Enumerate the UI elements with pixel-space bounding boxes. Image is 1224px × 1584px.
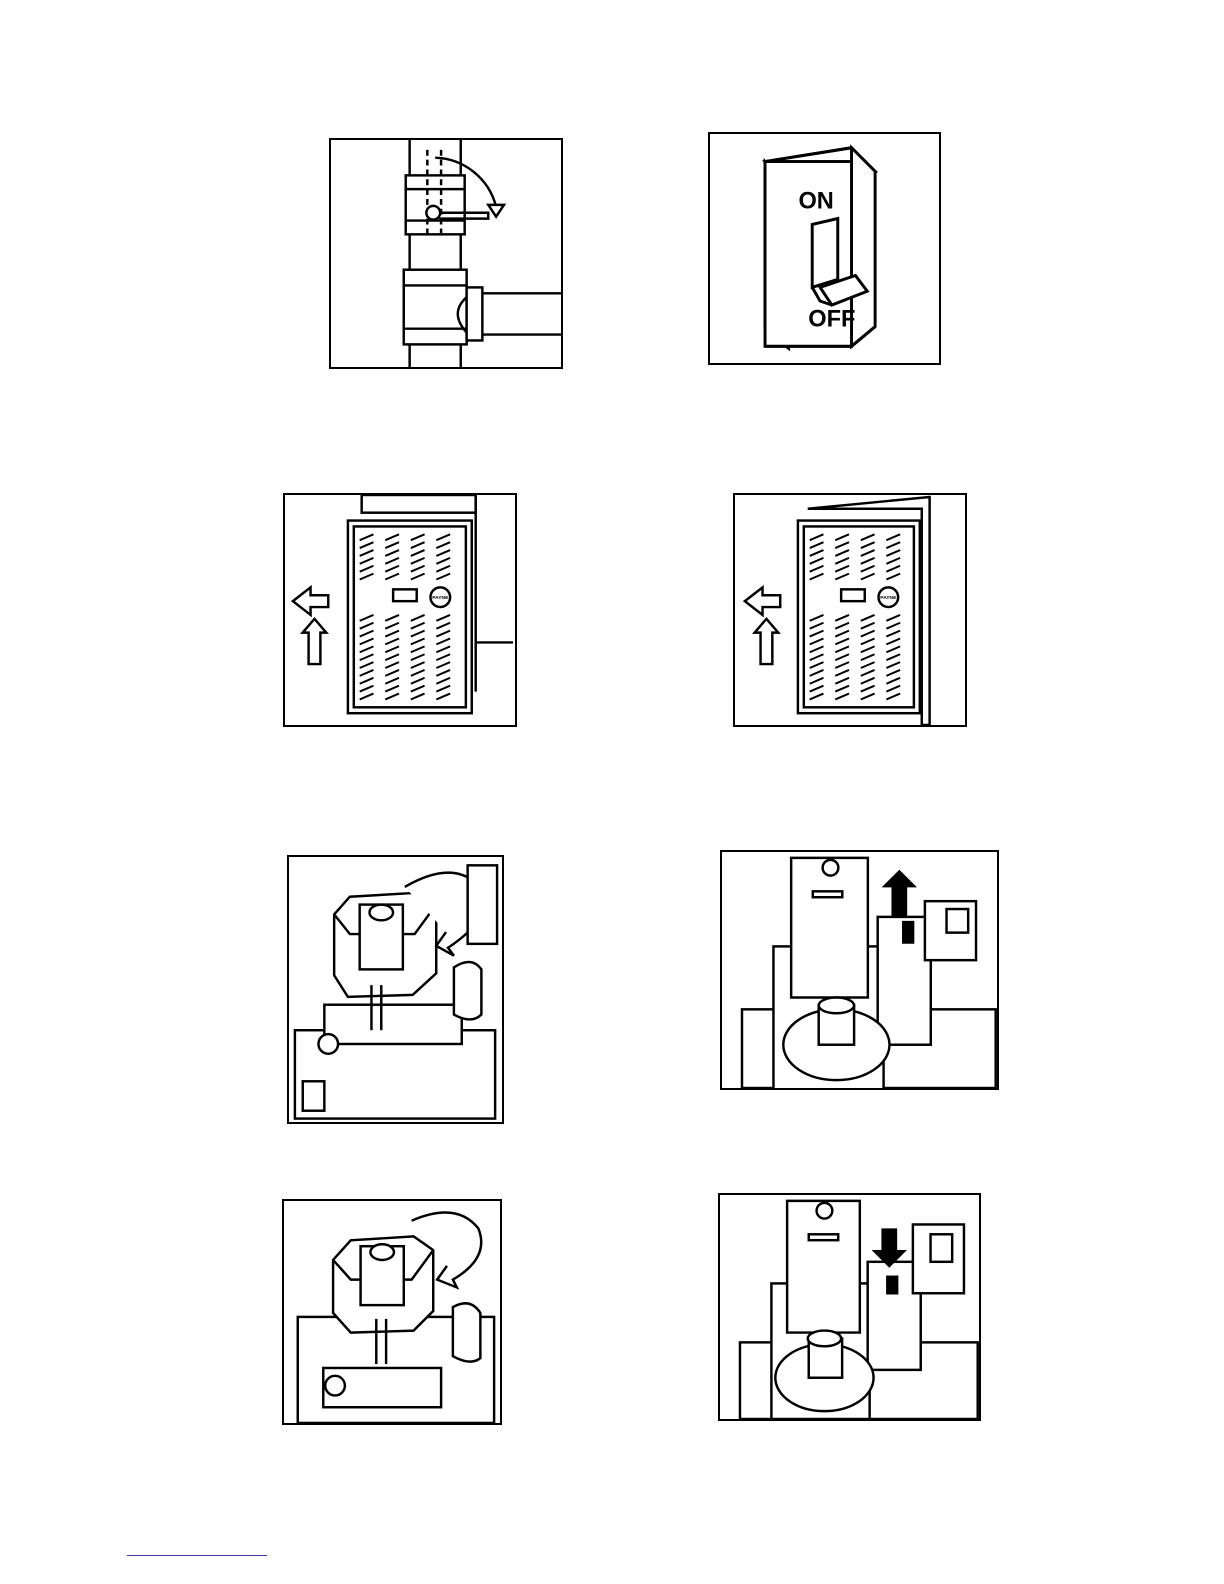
switch-off-label: OFF — [808, 306, 855, 332]
gas-control-knob-figure-2 — [282, 1199, 502, 1425]
gas-control-knob-figure-1 — [287, 855, 504, 1124]
furnace-door-figure-right: PAYNE — [733, 493, 967, 727]
gas-control-knob-drawing-1 — [289, 857, 502, 1122]
arrow-up-icon — [882, 870, 917, 917]
gas-control-knob-drawing-2 — [284, 1201, 500, 1423]
pilot-switch-up-figure — [720, 850, 999, 1090]
gas-valve-drawing — [331, 140, 561, 367]
switch-on-label: ON — [798, 188, 833, 214]
furnace-door-drawing-left: PAYNE — [285, 495, 515, 725]
badge-text-left: PAYNE — [432, 595, 449, 601]
pilot-switch-down-figure — [718, 1193, 981, 1421]
gas-valve-figure — [329, 138, 563, 369]
badge-text-right: PAYNE — [880, 595, 897, 601]
pilot-switch-up-drawing — [722, 852, 997, 1088]
furnace-door-figure-left: PAYNE — [283, 493, 517, 727]
furnace-door-drawing-right: PAYNE — [735, 495, 965, 725]
power-switch-figure: ON OFF — [708, 132, 941, 365]
power-switch-drawing: ON OFF — [710, 134, 939, 363]
pilot-switch-down-drawing — [720, 1195, 979, 1419]
footer-rule — [127, 1555, 267, 1556]
